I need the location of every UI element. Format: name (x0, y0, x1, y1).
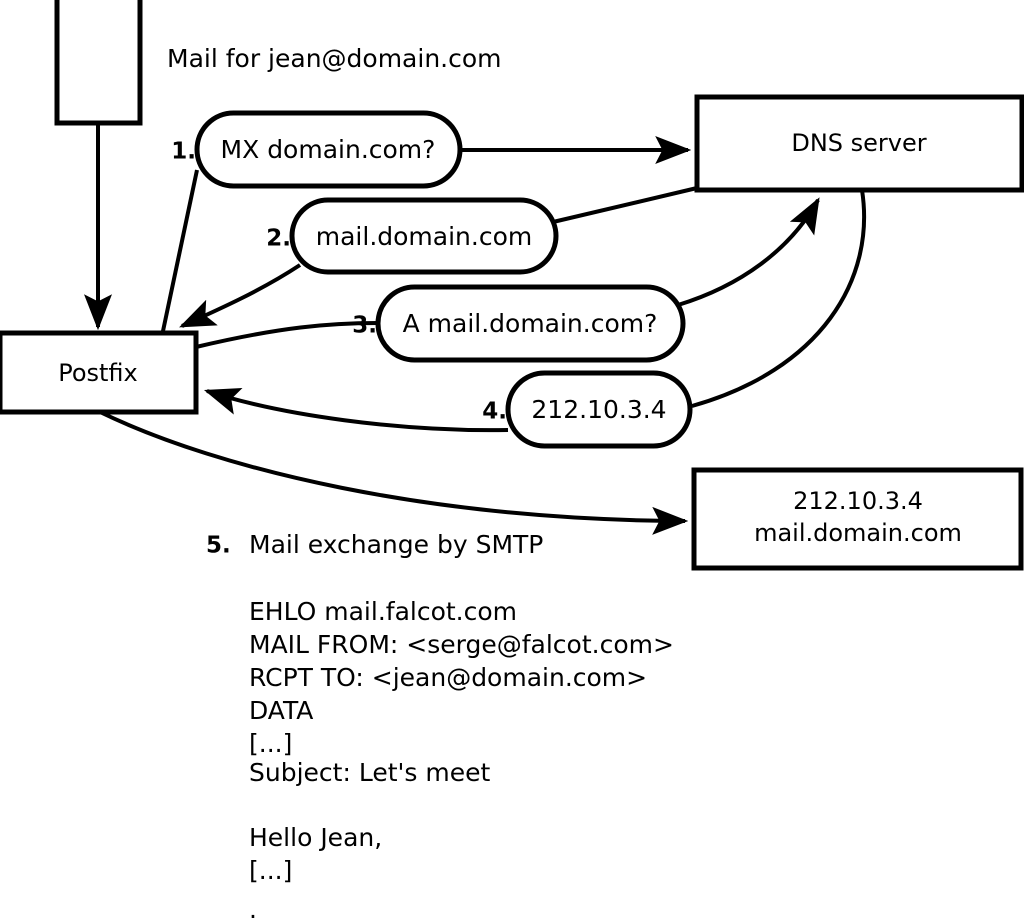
step-4-bubble (505, 370, 693, 449)
step-5-label: Mail exchange by SMTP (249, 530, 543, 559)
edge-dns-to-step2 (552, 186, 698, 224)
transcript-line: [...] (249, 729, 292, 758)
node-postfix-box (0, 330, 199, 415)
transcript-line: [...] (249, 856, 292, 885)
transcript-line: . (249, 895, 257, 919)
step-1-number: 1. (171, 139, 196, 165)
step-3-label: A mail.domain.com? (403, 309, 658, 338)
step-3-number: 3. (352, 313, 377, 339)
step-1-label: MX domain.com? (221, 135, 436, 164)
edge-step3-to-dns (677, 197, 820, 307)
step-1-bubble (194, 110, 463, 189)
edge-postfix-to-step1 (161, 169, 199, 332)
transcript-line: Subject: Let's meet (249, 758, 490, 787)
smtp-transcript: EHLO mail.falcot.com MAIL FROM: <serge@f… (249, 597, 674, 919)
step-3-bubble (375, 284, 686, 363)
step-2-label: mail.domain.com (316, 222, 532, 251)
edge-dns-to-step4 (691, 189, 867, 408)
edge-postfix-to-mailserver (99, 410, 689, 535)
edge-step4-to-postfix (203, 387, 509, 433)
transcript-line: EHLO mail.falcot.com (249, 597, 517, 626)
node-dns-server-box (694, 94, 1024, 193)
node-mail-server-ip: 212.10.3.4 (793, 487, 923, 515)
transcript-line: DATA (249, 696, 313, 725)
step-4-label: 212.10.3.4 (531, 395, 666, 424)
step-5-number: 5. (206, 533, 231, 559)
edge-step2-to-postfix (179, 263, 302, 328)
node-mail-server-hostname: mail.domain.com (754, 519, 962, 547)
node-postfix-label: Postfix (58, 359, 138, 387)
step-2-bubble (289, 197, 559, 275)
diagram-title-text: Mail for jean@domain.com (167, 44, 502, 73)
node-mail-server-box (691, 467, 1024, 571)
transcript-line: RCPT TO: <jean@domain.com> (249, 663, 647, 692)
step-4-number: 4. (482, 399, 507, 425)
node-dns-server-label: DNS server (791, 129, 926, 157)
transcript-line: MAIL FROM: <serge@falcot.com> (249, 630, 674, 659)
edge-postfix-to-step3 (195, 321, 379, 349)
transcript-line: Hello Jean, (249, 823, 382, 852)
step-2-number: 2. (266, 226, 291, 252)
node-client-box (54, 0, 143, 126)
